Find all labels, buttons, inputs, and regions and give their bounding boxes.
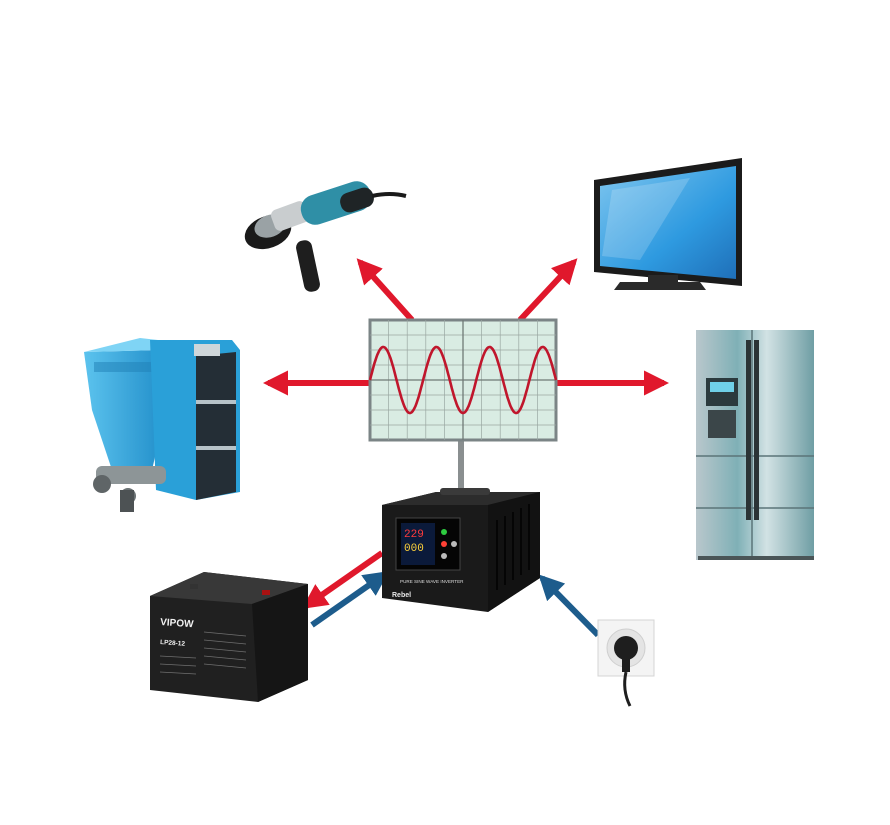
arrow-to-tv [517, 258, 578, 323]
scope-stand [458, 440, 464, 490]
inverter-brand: Rebel [392, 592, 411, 599]
inverter-display-line1: 229 [404, 529, 424, 541]
battery-brand: VIPOW [160, 617, 195, 630]
inverter-display-line2: 000 [404, 543, 424, 555]
battery-icon: VIPOW LP28-12 [150, 572, 308, 702]
inverter-banner: PURE SINE WAVE INVERTER [400, 579, 464, 584]
arrow-socket-to-inverter [538, 574, 601, 638]
refrigerator-icon [696, 330, 814, 560]
sine-wave-display-icon [368, 318, 558, 442]
arrow-battery-to-inverter [310, 571, 390, 628]
pellet-boiler-icon [84, 338, 240, 512]
input-arrows [310, 571, 601, 638]
television-icon [594, 158, 742, 290]
arrow-inverter-to-battery [301, 550, 384, 609]
battery-model: LP28-12 [160, 639, 186, 648]
wall-socket-icon [597, 619, 655, 707]
angle-grinder-icon [244, 181, 407, 292]
arrow-to-grinder [356, 258, 415, 323]
sine-wave [368, 345, 558, 415]
inverter-icon: 229 000 PURE SINE WAVE INVERTER Rebel [382, 488, 540, 612]
output-arrows [262, 258, 670, 609]
